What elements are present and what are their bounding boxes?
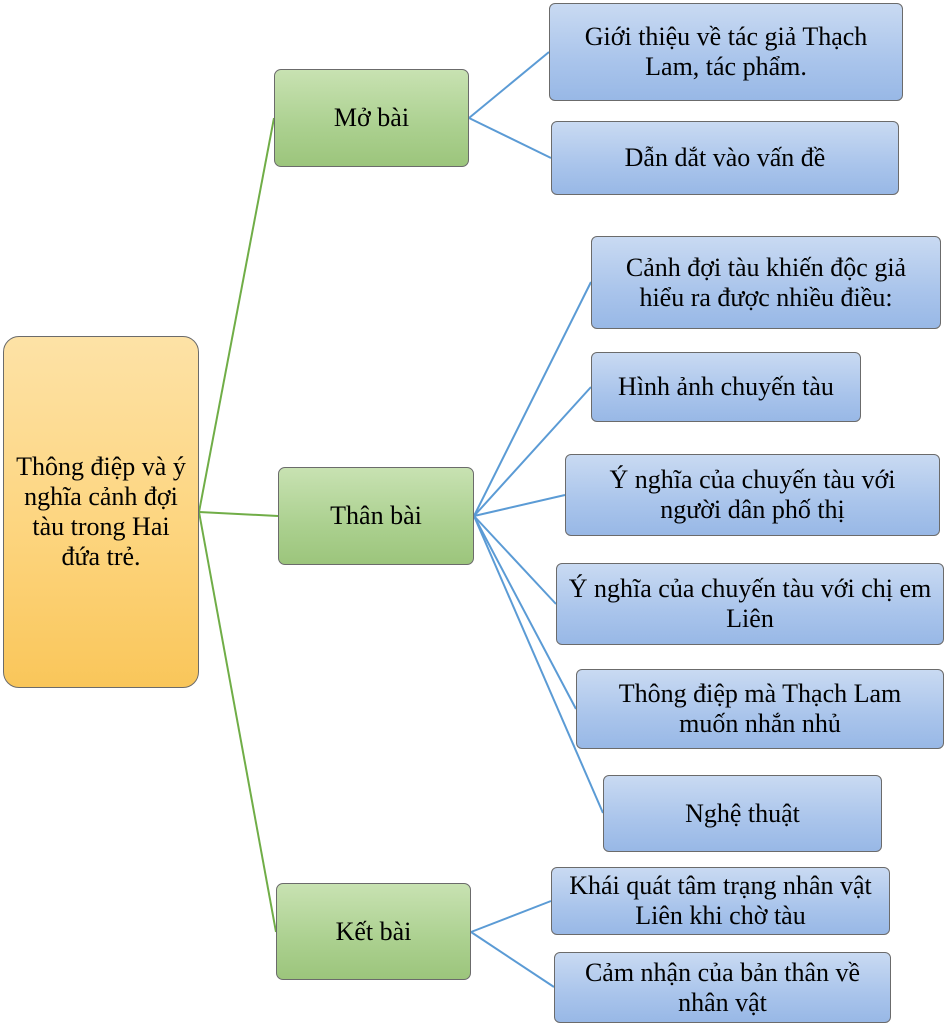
leaf-cam-nhan-label: Cảm nhận của bản thân về nhân vật (584, 957, 861, 1017)
section-mo-bai-label: Mở bài (333, 103, 410, 132)
leaf-dan-dat-label: Dẫn dắt vào vấn đề (624, 143, 826, 172)
leaf-y-nghia-nguoi-dan: Ý nghĩa của chuyến tàu với người dân phố… (565, 454, 940, 536)
section-ket-bai: Kết bài (276, 883, 471, 980)
connector-than-bai-leaf-8 (473, 515, 604, 814)
leaf-hinh-anh: Hình ảnh chuyến tàu (591, 352, 861, 422)
leaf-gioi-thieu: Giới thiệu về tác giả Thạch Lam, tác phẩ… (549, 3, 903, 101)
leaf-thong-diep: Thông điệp mà Thạch Lam muốn nhắn nhủ (576, 669, 944, 749)
connector-mo-bai-leaf-1 (468, 51, 550, 119)
connector-than-bai-leaf-3 (473, 281, 592, 517)
connector-root-than-bai (198, 511, 279, 517)
section-than-bai-label: Thân bài (330, 501, 422, 530)
section-mo-bai: Mở bài (274, 69, 469, 167)
connector-mo-bai-leaf-2 (468, 117, 552, 159)
connector-than-bai-leaf-6 (473, 515, 557, 605)
connector-than-bai-leaf-7 (473, 515, 577, 710)
leaf-hinh-anh-label: Hình ảnh chuyến tàu (618, 372, 834, 401)
section-ket-bai-label: Kết bài (335, 916, 412, 946)
root-topic-node: Thông điệp và ý nghĩa cảnh đợi tàu trong… (3, 336, 199, 688)
leaf-khai-quat: Khái quát tâm trạng nhân vật Liên khi ch… (551, 867, 890, 935)
connector-than-bai-leaf-4 (473, 386, 592, 517)
connector-root-mo-bai (198, 117, 275, 513)
leaf-y-nghia-nguoi-dan-label: Ý nghĩa của chuyến tàu với người dân phố… (609, 465, 896, 524)
leaf-dan-dat: Dẫn dắt vào vấn đề (551, 121, 899, 195)
leaf-canh-doi-tau-label: Cảnh đợi tàu khiến độc giả hiểu ra được … (625, 252, 907, 312)
leaf-nghe-thuat: Nghệ thuật (603, 775, 882, 852)
leaf-thong-diep-label: Thông điệp mà Thạch Lam muốn nhắn nhủ (618, 679, 902, 738)
section-than-bai: Thân bài (278, 467, 474, 565)
leaf-khai-quat-label: Khái quát tâm trạng nhân vật Liên khi ch… (569, 871, 872, 930)
leaf-nghe-thuat-label: Nghệ thuật (685, 798, 800, 828)
leaf-y-nghia-chi-em: Ý nghĩa của chuyến tàu với chị em Liên (556, 563, 944, 645)
connector-ket-bai-leaf-9 (470, 900, 552, 933)
connector-ket-bai-leaf-10 (470, 931, 555, 988)
connector-root-ket-bai (198, 511, 277, 933)
leaf-cam-nhan: Cảm nhận của bản thân về nhân vật (554, 952, 891, 1023)
leaf-y-nghia-chi-em-label: Ý nghĩa của chuyến tàu với chị em Liên (568, 574, 932, 633)
root-topic-label: Thông điệp và ý nghĩa cảnh đợi tàu trong… (16, 452, 186, 571)
leaf-gioi-thieu-label: Giới thiệu về tác giả Thạch Lam, tác phẩ… (584, 22, 868, 81)
connector-than-bai-leaf-5 (473, 494, 566, 517)
leaf-canh-doi-tau: Cảnh đợi tàu khiến độc giả hiểu ra được … (591, 236, 941, 329)
